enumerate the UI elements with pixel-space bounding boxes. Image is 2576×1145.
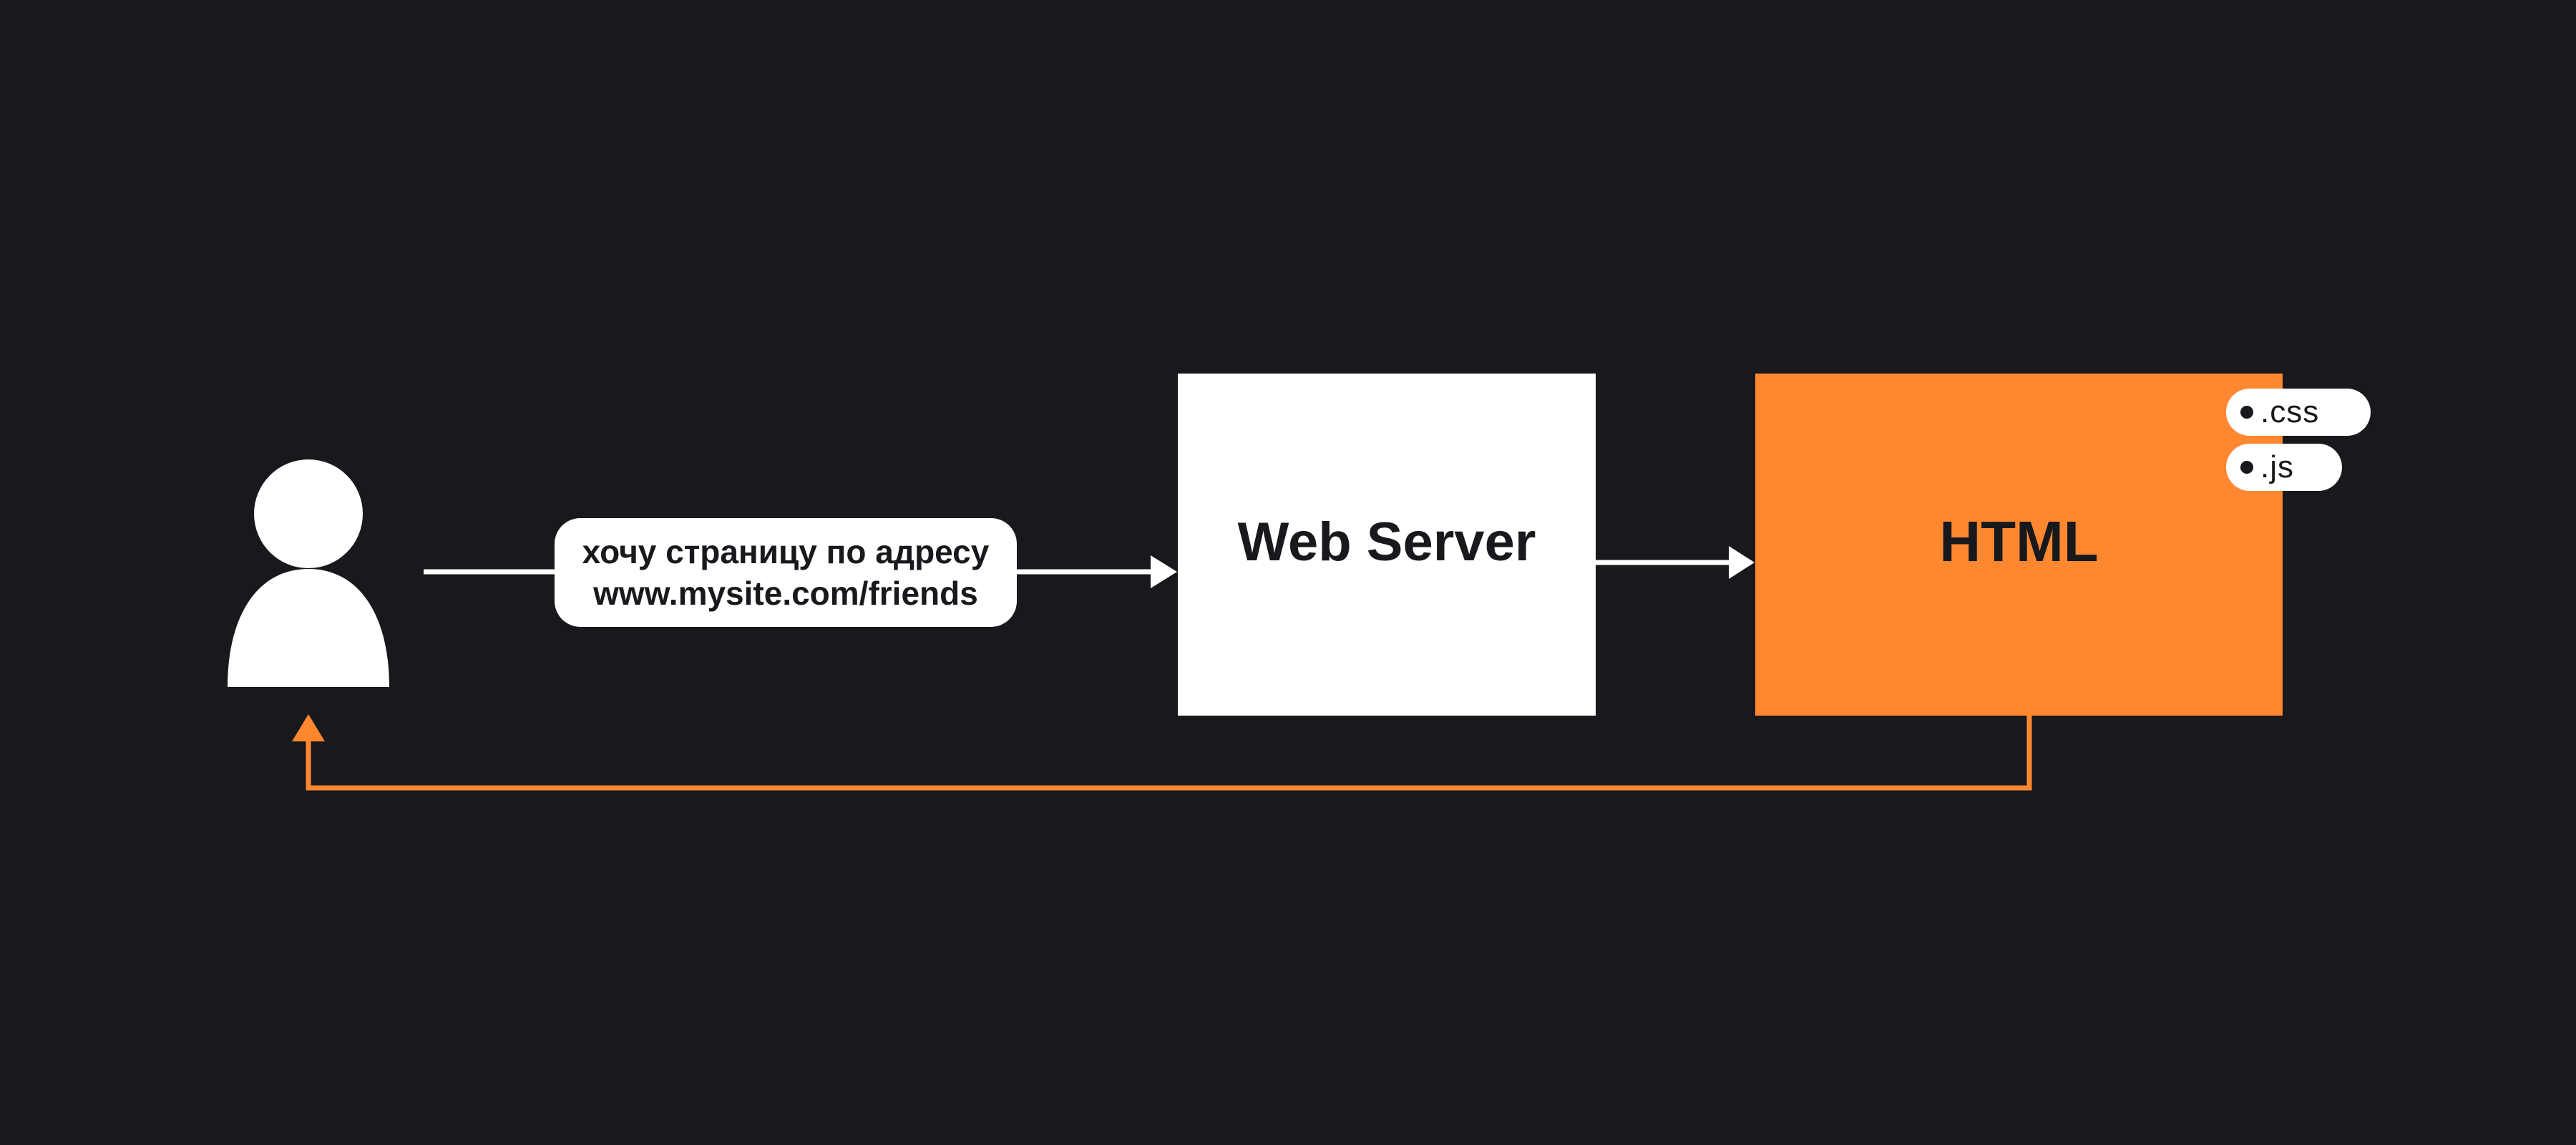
js-asset-label: .js xyxy=(2260,449,2294,484)
css-asset-badge: .css xyxy=(2226,389,2371,436)
bullet-dot-icon xyxy=(2240,406,2253,419)
js-asset-badge: .js xyxy=(2226,444,2342,491)
request-url: www.mysite.com/friends xyxy=(593,575,978,612)
web-server-label: Web Server xyxy=(1237,511,1536,572)
request-label: хочу страницу по адресу www.mysite.com/f… xyxy=(555,518,1017,627)
server-to-html-arrow xyxy=(1596,546,1755,579)
user-icon xyxy=(228,459,389,687)
bullet-dot-icon xyxy=(2240,461,2253,474)
html-label: HTML xyxy=(1939,510,2099,573)
request-text-line-1: хочу страницу по адресу xyxy=(582,533,990,570)
css-asset-label: .css xyxy=(2260,394,2320,429)
response-arrow xyxy=(292,714,2032,791)
web-server-node: Web Server xyxy=(1178,374,1596,716)
html-node: HTML xyxy=(1755,374,2283,716)
